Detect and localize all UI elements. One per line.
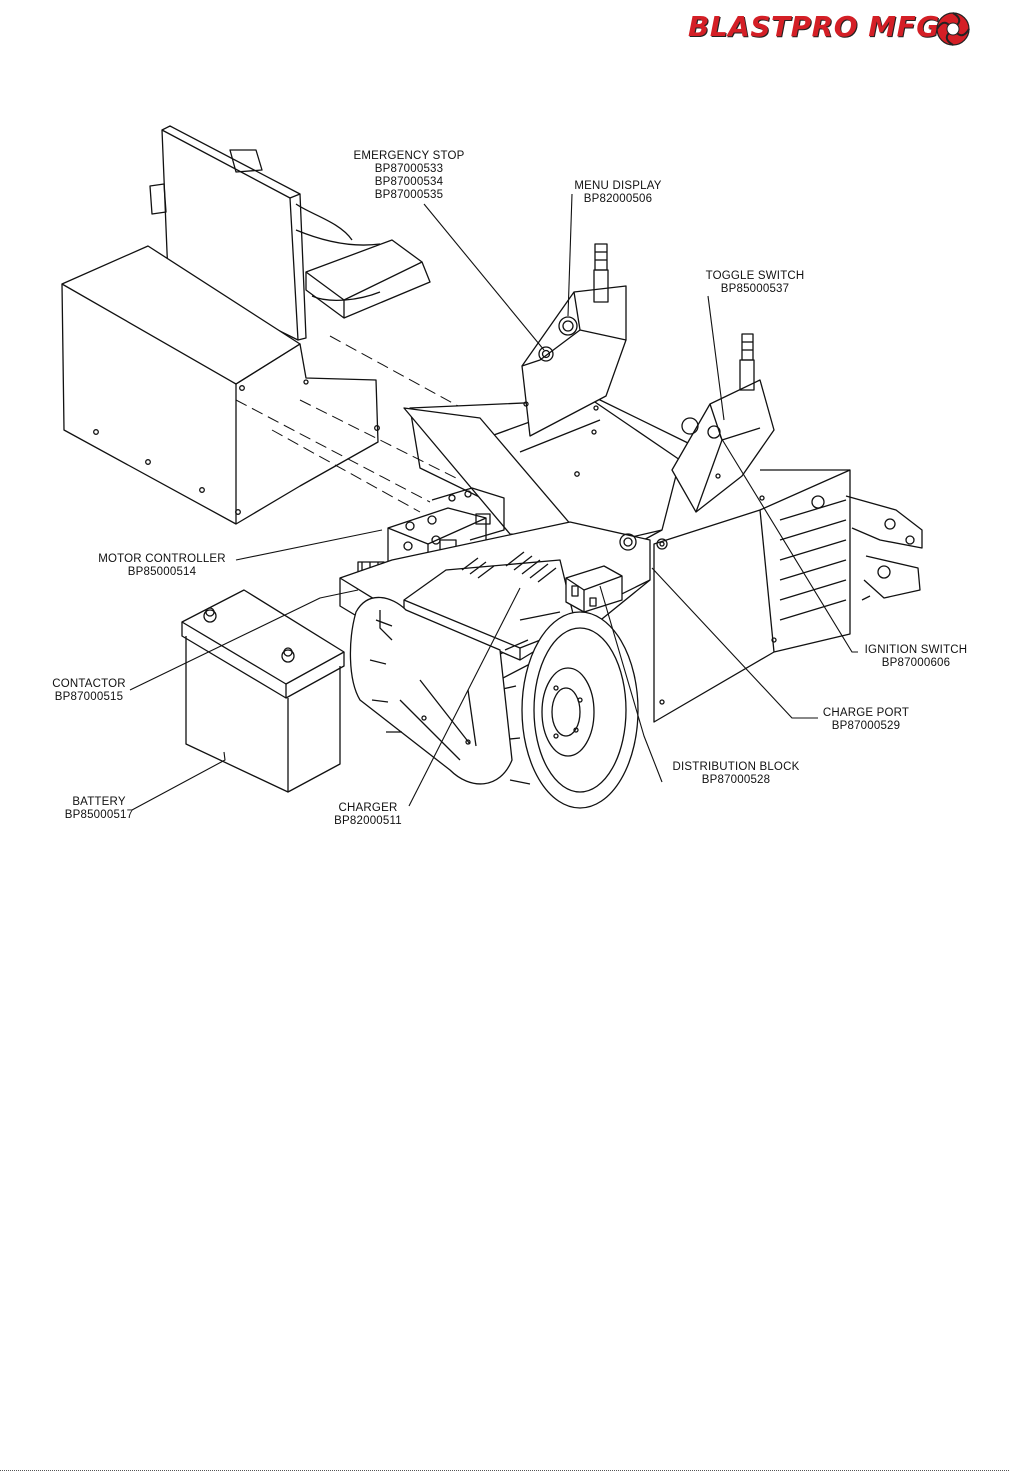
contactor-title: CONTACTOR bbox=[44, 678, 134, 691]
callout-charge-port: CHARGE PORT BP87000529 bbox=[814, 707, 918, 733]
callout-ignition-switch: IGNITION SWITCH BP87000606 bbox=[856, 644, 976, 670]
menu-display-title: MENU DISPLAY bbox=[560, 180, 676, 193]
callout-charger: CHARGER BP82000511 bbox=[322, 802, 414, 828]
motor-controller-part: BP85000514 bbox=[88, 566, 236, 579]
emergency-stop-part-2: BP87000534 bbox=[341, 176, 477, 189]
emergency-stop-title: EMERGENCY STOP bbox=[341, 150, 477, 163]
ignition-switch-part: BP87000606 bbox=[856, 657, 976, 670]
callout-menu-display: MENU DISPLAY BP82000506 bbox=[560, 180, 676, 206]
charge-port-title: CHARGE PORT bbox=[814, 707, 918, 720]
distribution-block-part: BP87000528 bbox=[662, 774, 810, 787]
callout-emergency-stop: EMERGENCY STOP BP87000533 BP87000534 BP8… bbox=[341, 150, 477, 202]
contactor-part: BP87000515 bbox=[44, 691, 134, 704]
toggle-switch-part: BP85000537 bbox=[700, 283, 810, 296]
battery-illustration bbox=[182, 590, 344, 792]
callout-battery: BATTERY BP85000517 bbox=[54, 796, 144, 822]
motor-controller-title: MOTOR CONTROLLER bbox=[88, 553, 236, 566]
callout-distribution-block: DISTRIBUTION BLOCK BP87000528 bbox=[662, 761, 810, 787]
menu-display-part: BP82000506 bbox=[560, 193, 676, 206]
charger-title: CHARGER bbox=[322, 802, 414, 815]
callout-motor-controller: MOTOR CONTROLLER BP85000514 bbox=[88, 553, 236, 579]
emergency-stop-part-3: BP87000535 bbox=[341, 189, 477, 202]
ignition-switch-title: IGNITION SWITCH bbox=[856, 644, 976, 657]
battery-title: BATTERY bbox=[54, 796, 144, 809]
callout-contactor: CONTACTOR BP87000515 bbox=[44, 678, 134, 704]
battery-part: BP85000517 bbox=[54, 809, 144, 822]
toggle-switch-title: TOGGLE SWITCH bbox=[700, 270, 810, 283]
page-footer-divider bbox=[0, 1470, 1009, 1471]
emergency-stop-part-1: BP87000533 bbox=[341, 163, 477, 176]
callout-toggle-switch: TOGGLE SWITCH BP85000537 bbox=[700, 270, 810, 296]
charger-part: BP82000511 bbox=[322, 815, 414, 828]
charge-port-part: BP87000529 bbox=[814, 720, 918, 733]
distribution-block-title: DISTRIBUTION BLOCK bbox=[662, 761, 810, 774]
